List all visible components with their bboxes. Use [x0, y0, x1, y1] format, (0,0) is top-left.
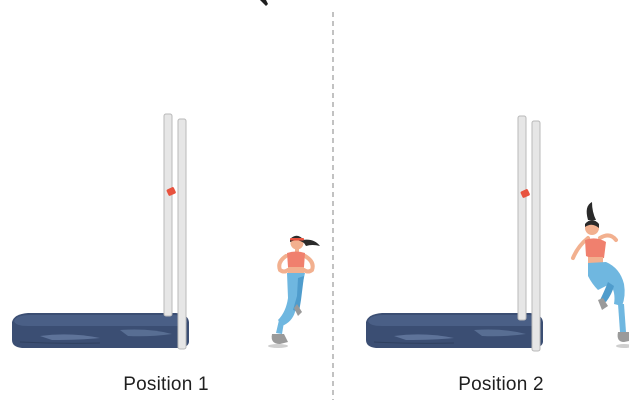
high-jump-mat	[12, 313, 189, 348]
high-jump-mat	[366, 313, 543, 348]
athlete-figure	[268, 236, 320, 348]
panel-position-2	[366, 116, 629, 351]
caption-position-2: Position 2	[401, 374, 601, 396]
athlete-figure	[573, 202, 629, 348]
clipped-heading-fragment	[260, 0, 268, 6]
caption-position-1: Position 1	[66, 374, 266, 396]
panel-position-1	[12, 114, 320, 349]
